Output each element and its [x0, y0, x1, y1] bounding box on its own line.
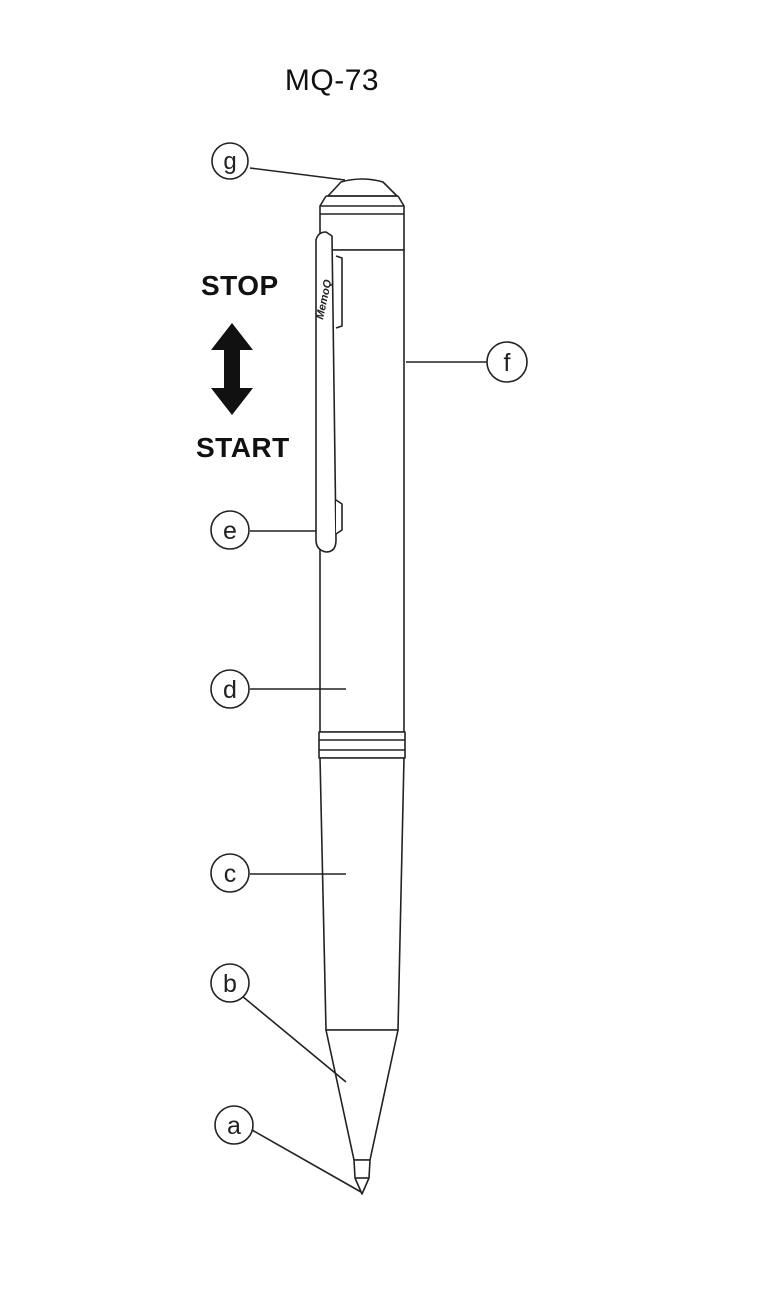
- svg-text:g: g: [223, 148, 236, 175]
- svg-text:c: c: [224, 860, 237, 888]
- pen-tip: [353, 1159, 371, 1195]
- callout-f: f: [406, 341, 528, 383]
- callout-b: b: [210, 963, 347, 1083]
- svg-text:b: b: [223, 970, 237, 998]
- svg-text:a: a: [227, 1112, 241, 1140]
- clip: [315, 231, 337, 553]
- callout-a: a: [214, 1105, 362, 1193]
- callout-c: c: [210, 853, 346, 893]
- double-arrow-vertical-icon: [211, 323, 253, 415]
- start-label: START: [196, 432, 290, 463]
- callout-e: e: [210, 510, 316, 550]
- callout-d: d: [210, 669, 346, 709]
- callout-g: g: [211, 142, 346, 181]
- svg-text:d: d: [223, 676, 237, 704]
- stop-label: STOP: [201, 270, 279, 301]
- tip-cone: [325, 1029, 399, 1161]
- middle-ring: [318, 731, 406, 759]
- svg-text:e: e: [223, 517, 237, 545]
- pen-body: MemoQ: [314, 178, 406, 1195]
- lower-barrel: [319, 757, 405, 1031]
- model-title: MQ-73: [284, 64, 380, 97]
- cap-top: [327, 178, 398, 197]
- svg-text:f: f: [504, 349, 511, 377]
